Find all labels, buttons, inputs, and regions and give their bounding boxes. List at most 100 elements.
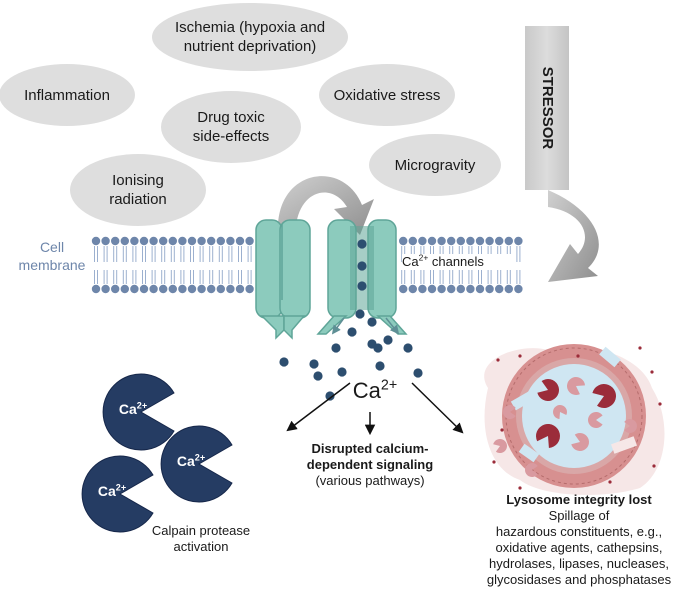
pacman-2-label: Ca2+ [168, 453, 214, 469]
lipid-head [495, 284, 504, 294]
lysosome-title: Lysosome integrity lost [506, 492, 652, 507]
stressor-bar [525, 26, 569, 190]
calcium-ion [279, 357, 289, 367]
calcium-ion [331, 343, 341, 353]
channels-label-sup: 2+ [418, 252, 429, 263]
lipid-head [111, 236, 120, 246]
lipid-head [514, 284, 523, 294]
lipid-head [178, 284, 187, 294]
lysosome-speck [608, 480, 612, 484]
calcium-ion [367, 317, 377, 327]
pacman-3-label-base: Ca [97, 483, 116, 499]
lysosome-line4: hydrolases, lipases, nucleases, [489, 556, 669, 571]
calpain-line2: activation [173, 539, 229, 554]
calpain-pacman-3 [81, 455, 154, 533]
lipid-head [427, 284, 437, 294]
calcium-ion [413, 368, 423, 378]
calcium-ion [373, 343, 383, 353]
calcium-ion [403, 343, 413, 353]
lipid-head [91, 284, 101, 294]
lipid-head [149, 284, 158, 294]
lysosome-enzyme [536, 424, 560, 448]
central-calcium-label: Ca2+ [340, 378, 410, 404]
stressor-cloud-drug [161, 91, 301, 163]
lipid-head [197, 236, 206, 246]
calpain-label: Calpain protease activation [134, 523, 268, 555]
lipid-head [485, 284, 494, 294]
lysosome-speck [518, 486, 522, 490]
lipid-head [427, 236, 437, 246]
cell-membrane-line1: Cell [39, 239, 65, 255]
stressor-ischemia-line1: Ischemia (hypoxia and [174, 19, 326, 36]
lipid-head [514, 236, 523, 246]
lysosome-speck [500, 428, 504, 432]
lipid-head [207, 236, 216, 246]
lysosome-speck [650, 370, 654, 374]
lipid-head [504, 236, 513, 246]
calcium-ion [325, 391, 335, 401]
lipid-head [187, 284, 197, 294]
stressor-label-inflammation: Inflammation [0, 86, 134, 105]
lysosome-speck [638, 346, 642, 350]
lipid-head [216, 284, 225, 294]
stressor-cloud-oxidative [319, 64, 455, 126]
lipid-head [235, 236, 245, 246]
calpain-pacman-2 [160, 425, 233, 503]
lipid-head [466, 236, 475, 246]
pacman-3-label-sup: 2+ [115, 482, 127, 493]
lipid-head [399, 236, 408, 246]
calcium-ion [337, 367, 347, 377]
stressor-cloud-ischemia [152, 3, 348, 71]
calcium-ion [347, 327, 357, 337]
lysosome-speck [576, 354, 580, 358]
lysosome-enzyme [525, 463, 538, 478]
lipid-head [139, 236, 149, 246]
lipid-head [130, 284, 139, 294]
stressor-label-microgravity: Microgravity [370, 156, 500, 175]
stressor-label-oxidative: Oxidative stress [320, 86, 454, 105]
stressor-drug-line1: Drug toxic [197, 109, 265, 126]
stressor-drug-line2: side-effects [192, 128, 270, 145]
closed-calcium-channel [255, 219, 311, 340]
lipid-head [226, 284, 235, 294]
lipid-head [408, 236, 417, 246]
lipid-head [475, 284, 485, 294]
pacman-1-label: Ca2+ [110, 401, 156, 417]
lysosome-enzyme [624, 418, 637, 433]
lipid-head [408, 284, 417, 294]
lysosome-enzyme [503, 405, 516, 420]
ion-efflux-arrow-right [385, 317, 400, 335]
cell-membrane-line2: membrane [18, 257, 86, 273]
lysosome-enzyme [567, 377, 585, 395]
lysosome-speck [652, 464, 656, 468]
calcium-ion [355, 309, 365, 319]
lipid-head [447, 284, 456, 294]
stressor-title: STRESSOR [539, 66, 556, 150]
channels-label: Ca2+ channels [402, 252, 512, 270]
lipid-head [216, 236, 225, 246]
lipid-head [245, 284, 254, 294]
pacman-3-label: Ca2+ [89, 483, 135, 499]
lipid-head [226, 236, 235, 246]
pacman-1-label-base: Ca [118, 401, 137, 417]
calcium-ion [357, 239, 367, 249]
lipid-head [120, 236, 129, 246]
lysosome-enzyme [552, 405, 567, 419]
lipid-head [130, 236, 139, 246]
lysosome-label: Lysosome integrity lost Spillage of haza… [474, 492, 684, 588]
stressor-inflammation-line1: Inflammation [24, 87, 110, 104]
lipid-head [101, 284, 110, 294]
stressor-cloud-inflammation [0, 64, 135, 126]
calpain-pacman-1 [102, 373, 175, 451]
lipid-head [456, 284, 465, 294]
pacman-1-label-sup: 2+ [136, 400, 148, 411]
lysosome-speck [658, 402, 662, 406]
calcium-ion [383, 335, 393, 345]
lysosome-enzyme [537, 379, 559, 401]
stressor-ionising-line2: radiation [109, 191, 167, 208]
lipid-head [168, 284, 177, 294]
lipid-head [504, 284, 513, 294]
pacman-2-label-base: Ca [176, 453, 195, 469]
lysosome-speck [518, 354, 522, 358]
